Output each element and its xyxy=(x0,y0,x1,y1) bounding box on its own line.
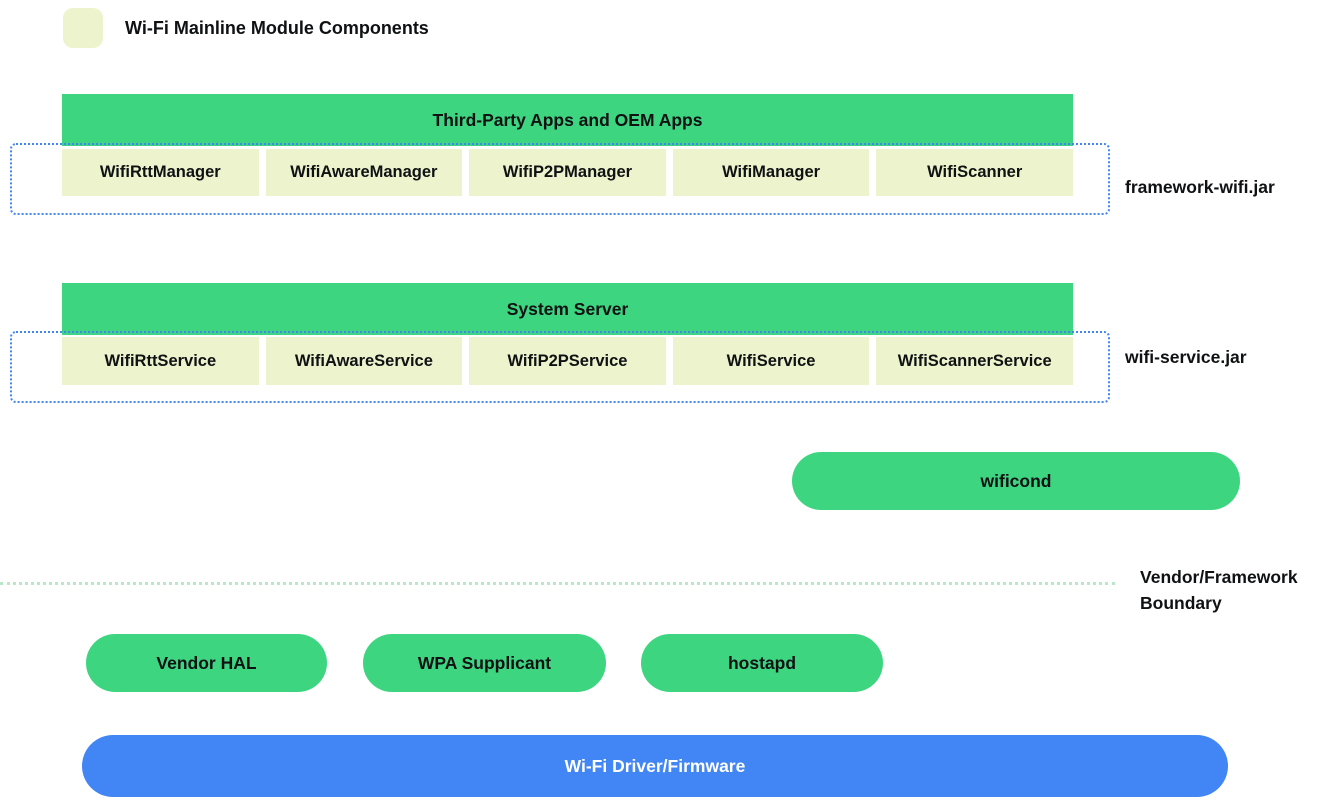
module-wifirttmanager: WifiRttManager xyxy=(62,149,259,196)
system-server-bar: System Server xyxy=(62,283,1073,335)
legend-module-swatch xyxy=(63,8,103,48)
module-wifimanager: WifiManager xyxy=(672,149,870,196)
module-wifiawaremanager: WifiAwareManager xyxy=(265,149,463,196)
module-wifiservice: WifiService xyxy=(672,337,870,385)
wpa-supplicant-pill: WPA Supplicant xyxy=(363,634,606,692)
vendor-framework-boundary-label: Vendor/Framework Boundary xyxy=(1140,567,1298,613)
manager-modules-row: WifiRttManager WifiAwareManager WifiP2PM… xyxy=(62,149,1073,196)
third-party-apps-bar: Third-Party Apps and OEM Apps xyxy=(62,94,1073,146)
legend-label: Wi-Fi Mainline Module Components xyxy=(125,17,429,38)
framework-wifi-jar-label: framework-wifi.jar xyxy=(1125,177,1275,197)
module-wifiscannerservice: WifiScannerService xyxy=(876,337,1073,385)
vendor-hal-pill: Vendor HAL xyxy=(86,634,327,692)
module-wifiawareservice: WifiAwareService xyxy=(265,337,463,385)
vendor-framework-boundary-line xyxy=(0,582,1115,585)
module-wifip2pmanager: WifiP2PManager xyxy=(469,149,666,196)
wifi-service-jar-label: wifi-service.jar xyxy=(1125,347,1247,367)
module-wifip2pservice: WifiP2PService xyxy=(469,337,666,385)
wifi-driver-firmware-bar: Wi-Fi Driver/Firmware xyxy=(82,735,1228,797)
wificond-pill: wificond xyxy=(792,452,1240,510)
module-wifiscanner: WifiScanner xyxy=(876,149,1073,196)
hostapd-pill: hostapd xyxy=(641,634,883,692)
module-wifirttservice: WifiRttService xyxy=(62,337,259,385)
service-modules-row: WifiRttService WifiAwareService WifiP2PS… xyxy=(62,337,1073,385)
